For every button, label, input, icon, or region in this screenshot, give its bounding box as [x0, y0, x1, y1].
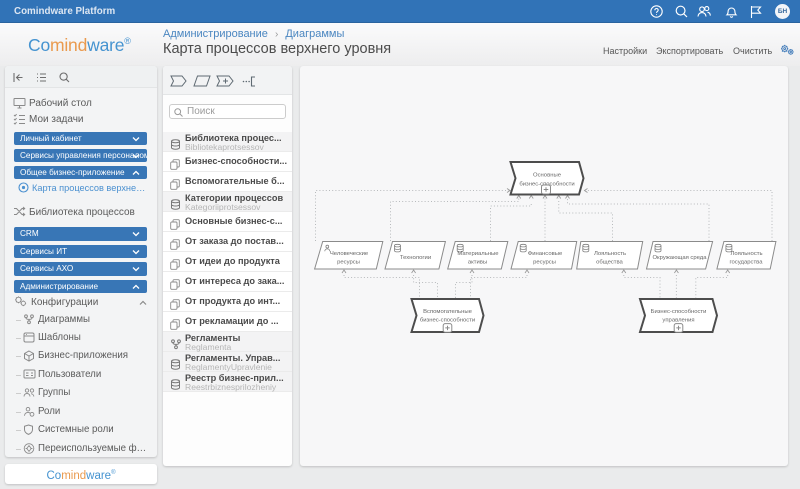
svg-text:Человеческие: Человеческие — [330, 251, 369, 257]
svg-text:Материальные: Материальные — [457, 251, 499, 257]
svg-text:активы: активы — [468, 260, 487, 266]
svg-text:ресурсы: ресурсы — [533, 260, 556, 266]
svg-text:Лояльность: Лояльность — [730, 251, 762, 257]
svg-text:бизнес-способности: бизнес-способности — [420, 318, 475, 324]
svg-text:ресурсы: ресурсы — [337, 260, 360, 266]
svg-text:Основные: Основные — [533, 173, 562, 179]
svg-text:Бизнес-способности: Бизнес-способности — [651, 309, 707, 315]
svg-text:Лояльность: Лояльность — [594, 251, 626, 257]
svg-text:управления: управления — [662, 318, 694, 324]
svg-text:государства: государства — [730, 260, 764, 266]
svg-text:общества: общества — [596, 260, 623, 266]
svg-text:Технологии: Технологии — [400, 255, 431, 261]
svg-text:Вспомогательные: Вспомогательные — [423, 309, 473, 315]
svg-text:Финансовые: Финансовые — [528, 251, 563, 257]
svg-text:Окружающая среда: Окружающая среда — [652, 255, 707, 261]
